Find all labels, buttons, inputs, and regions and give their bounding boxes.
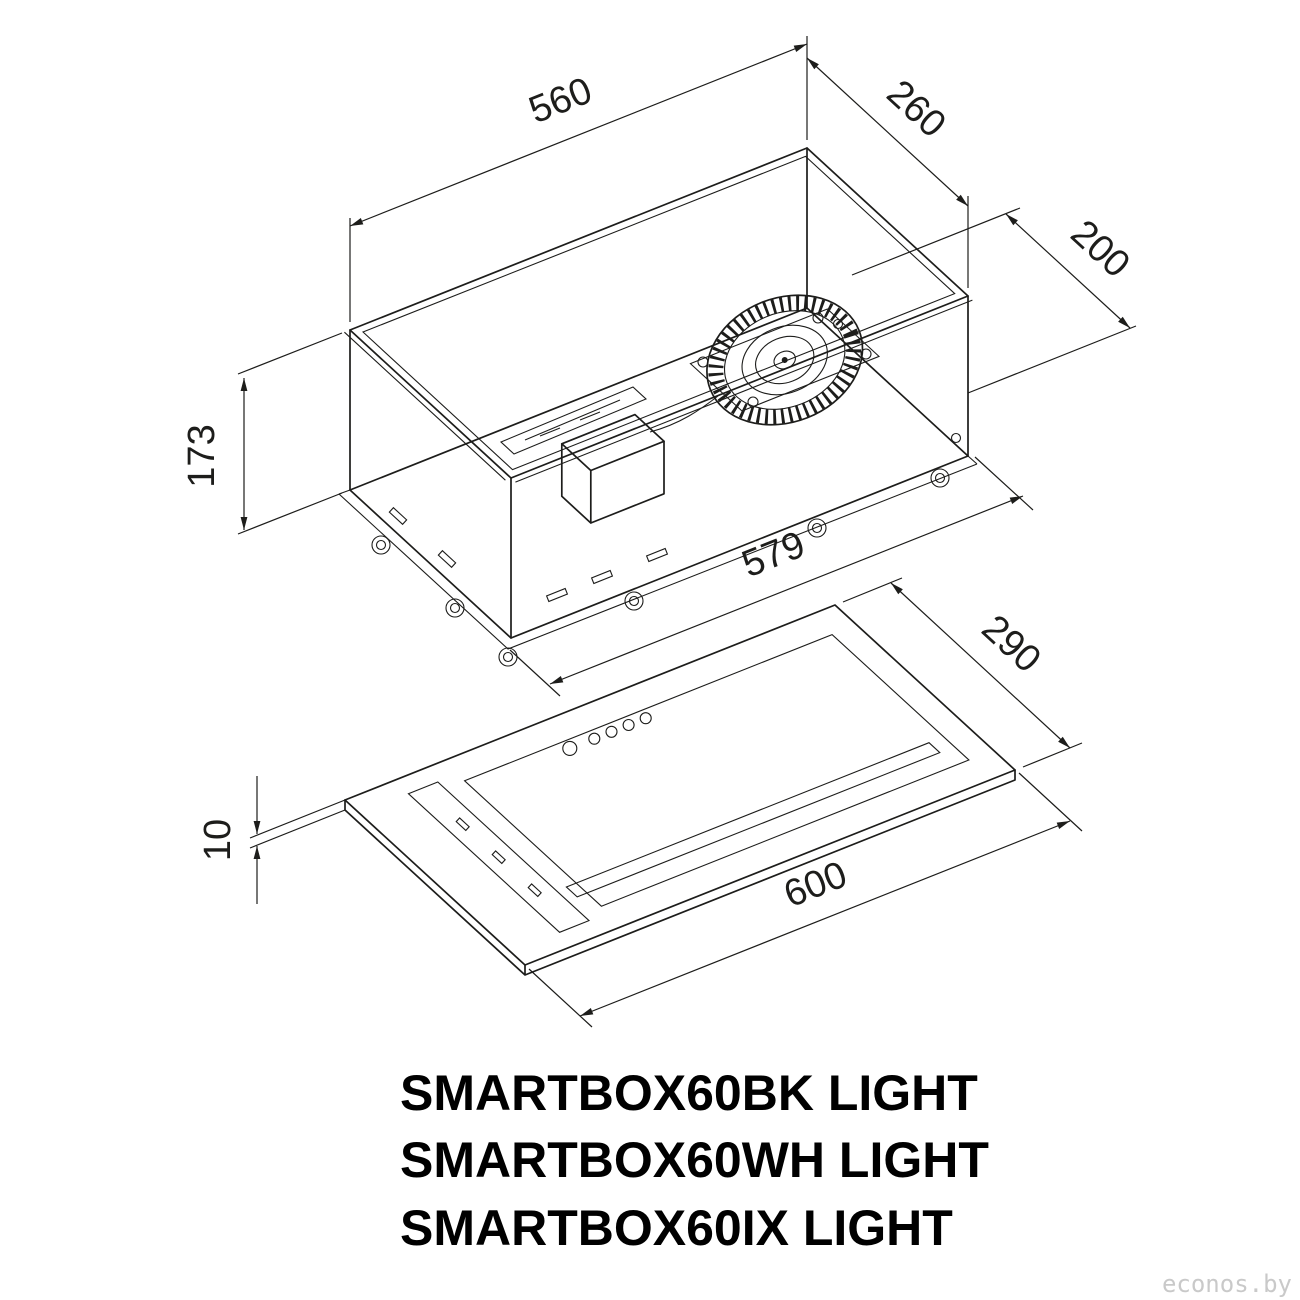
- panel-glass: [463, 633, 970, 907]
- dimension-290: 290: [842, 577, 1083, 768]
- dimension-600: 600: [528, 772, 1083, 1028]
- dim-label-600: 600: [778, 854, 852, 916]
- wall-slots: [388, 506, 669, 603]
- bottom-panel-view: [344, 604, 1016, 976]
- mounting-rail: [499, 386, 648, 455]
- wire: [649, 395, 719, 433]
- control-buttons: [562, 712, 652, 756]
- dimension-260: 260: [806, 57, 969, 288]
- dim-label-173: 173: [181, 424, 223, 487]
- body-top-rim: [349, 147, 969, 479]
- control-button: [639, 712, 652, 725]
- dim-label-200: 200: [1063, 212, 1138, 286]
- panel-outline: [344, 604, 1016, 966]
- dimension-200: 200: [851, 207, 1138, 394]
- rim-rolled-edge: [344, 299, 973, 483]
- control-button: [588, 732, 601, 745]
- filter-slot: [565, 742, 941, 898]
- model-name-2: SMARTBOX60WH LIGHT: [400, 1132, 989, 1188]
- dimension-10: 10: [197, 776, 346, 904]
- fan-mounting-plate: [689, 308, 881, 412]
- hood-body-view: [338, 147, 978, 667]
- dimension-579: 579: [509, 456, 1034, 697]
- watermark: econos.by: [1162, 1270, 1292, 1298]
- dimension-560: 560: [349, 36, 808, 322]
- control-button: [562, 740, 578, 756]
- dim-label-560: 560: [523, 70, 597, 132]
- floor-screw-hole: [950, 432, 962, 444]
- control-button: [622, 718, 635, 732]
- dim-label-10: 10: [197, 819, 239, 861]
- side-mounting-strip: [407, 781, 591, 933]
- model-name-3: SMARTBOX60IX LIGHT: [400, 1200, 953, 1256]
- junction-box: [560, 413, 665, 524]
- blower-fan-icon: [706, 294, 864, 426]
- model-name-1: SMARTBOX60BK LIGHT: [400, 1065, 978, 1121]
- dim-label-260: 260: [879, 72, 954, 146]
- model-names: SMARTBOX60BK LIGHT SMARTBOX60WH LIGHT SM…: [400, 1065, 989, 1256]
- control-button: [605, 725, 618, 738]
- panel-thickness-edge: [344, 769, 1016, 976]
- dimension-173: 173: [181, 332, 343, 535]
- body-corner-edges: [349, 147, 969, 639]
- dim-label-579: 579: [736, 524, 810, 586]
